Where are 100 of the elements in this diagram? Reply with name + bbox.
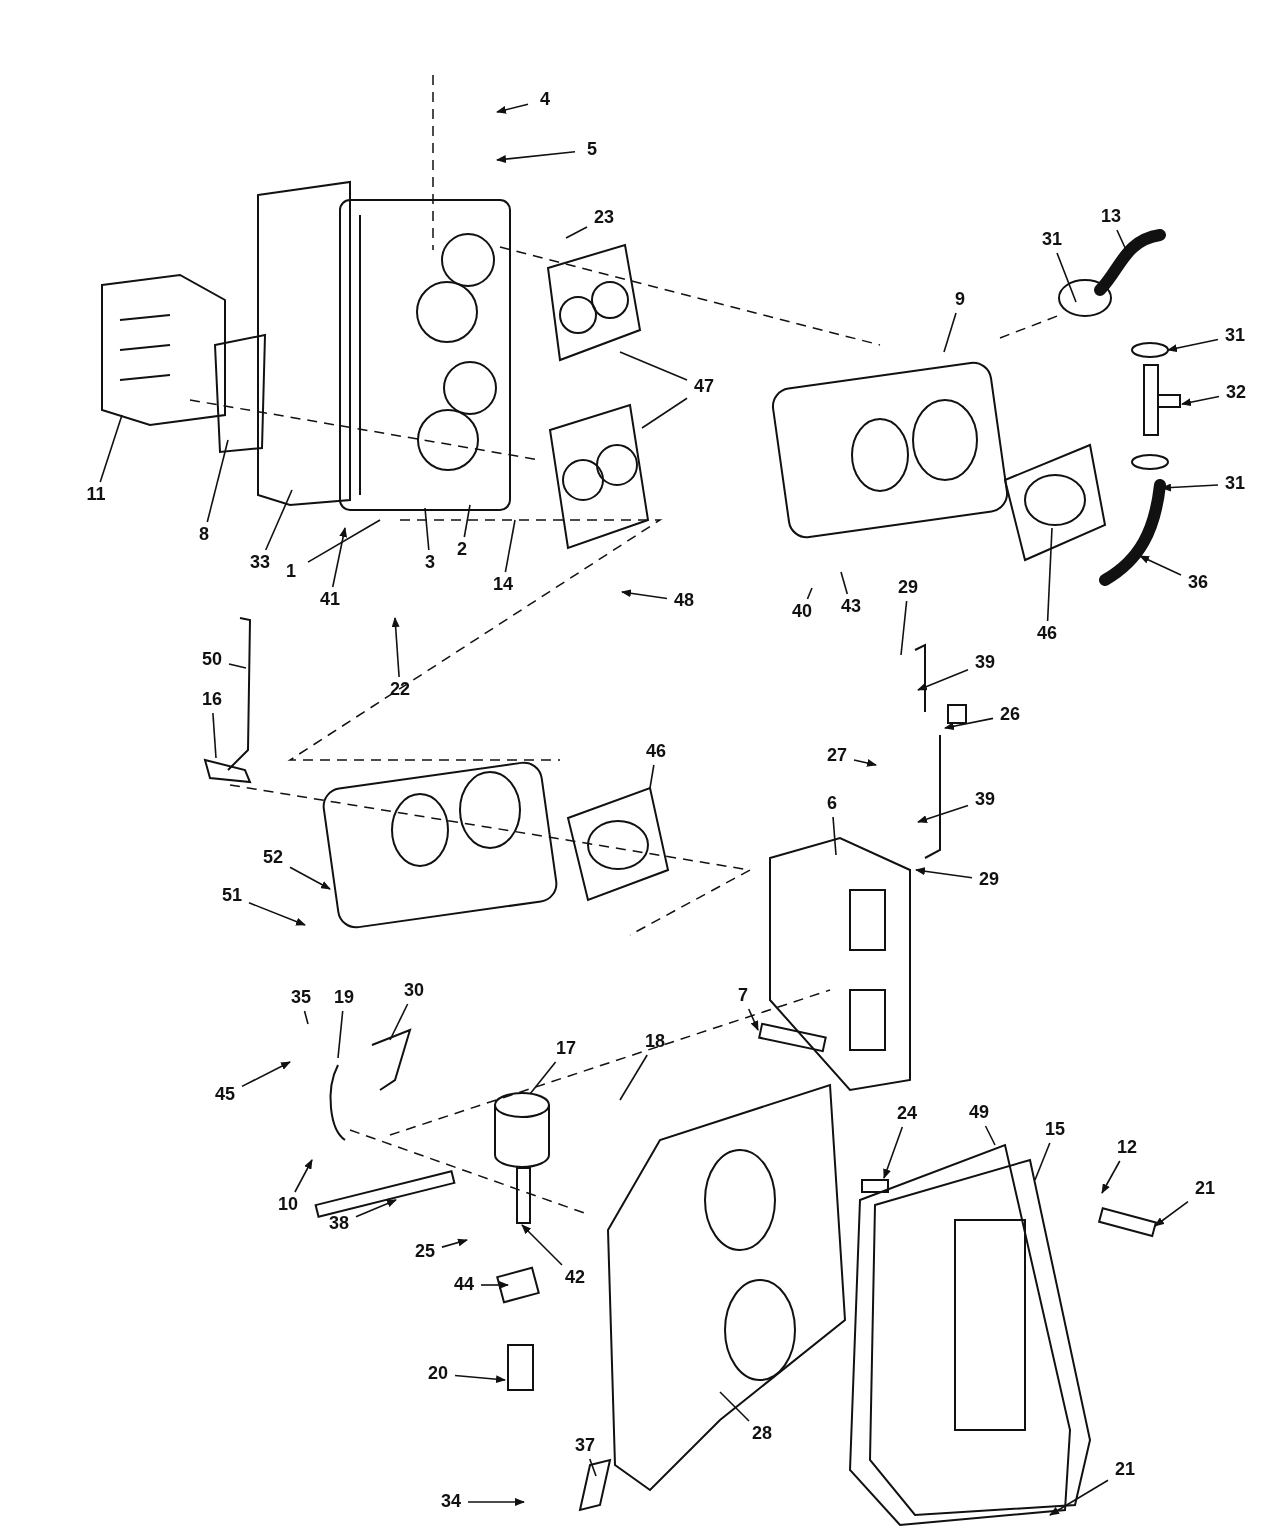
callout-number: 41 [315,589,345,611]
leader-line [307,519,381,563]
leader-line [289,866,331,890]
callout-number: 19 [329,987,359,1009]
callout-number: 31 [1220,473,1250,495]
leader-line [467,1498,525,1506]
leader-line [480,1281,509,1289]
callout-number: 9 [945,289,975,311]
leader-line [944,717,994,731]
callout-number: 51 [217,885,247,907]
leader-line [389,1003,409,1041]
leader-line [454,1374,506,1384]
leader-line [241,1061,291,1088]
leader-line [719,1391,750,1422]
leader-line [832,816,837,856]
callout-number: 1 [276,561,306,583]
leader-line [206,439,229,523]
callout-number: 18 [640,1031,670,1053]
callout-number: 46 [1032,623,1062,645]
leader-line [1049,1479,1109,1516]
leader-line [1167,338,1219,353]
callout-number: 48 [669,590,699,612]
leader-line [984,1125,996,1146]
leader-line [441,1238,468,1248]
leader-line [917,669,969,691]
leader-line [331,527,348,588]
leader-line [588,1458,597,1477]
leader-line [337,1010,344,1059]
leader-line [212,712,217,759]
callout-number: 17 [551,1038,581,1060]
callout-number: 29 [893,577,923,599]
callout-number: 5 [577,139,607,161]
leader-line [1181,395,1220,407]
leader-line [521,1224,563,1266]
leader-line [463,504,471,538]
callout-number: 32 [1221,382,1251,404]
callout-number: 3 [415,552,445,574]
leader-line [294,1159,313,1193]
leader-line [943,312,957,353]
callout-number: 29 [974,869,1004,891]
callout-number: 30 [399,980,429,1002]
leader-line [1101,1160,1121,1194]
callout-number: 40 [787,601,817,623]
leader-line [248,901,306,926]
callout-number: 2 [447,539,477,561]
callout-number: 21 [1110,1459,1140,1481]
callout-number: 4 [530,89,560,111]
callout-number: 8 [189,524,219,546]
callout-number: 25 [410,1241,440,1263]
callout-number: 27 [822,745,852,767]
callout-number: 34 [436,1491,466,1513]
callout-number: 28 [747,1423,777,1445]
leader-line [619,1054,648,1101]
callout-number: 15 [1040,1119,1070,1141]
callout-number: 26 [995,704,1025,726]
callout-number: 12 [1112,1137,1142,1159]
leader-line [424,507,430,551]
callout-number: 47 [689,376,719,398]
callout-number: 31 [1220,325,1250,347]
leader-line [303,1010,309,1025]
leader-line [1056,252,1077,303]
callout-number: 23 [589,207,619,229]
callout-number: 39 [970,652,1000,674]
leader-line [496,103,529,114]
leader-line [900,600,908,656]
leader-line [915,867,973,879]
leader-line [264,489,293,551]
leader-line [355,1199,397,1218]
callout-number: 31 [1037,229,1067,251]
callout-number: 16 [197,689,227,711]
leader-line [649,764,655,789]
leader-line [496,151,576,164]
callout-number: 44 [449,1274,479,1296]
leader-line [228,663,247,669]
leader-line [1034,1142,1051,1181]
callout-number: 52 [258,847,288,869]
callout-number: 46 [641,741,671,763]
callout-number: 13 [1096,206,1126,228]
callout-number: 14 [488,574,518,596]
leader-line [504,519,516,573]
leader-line [1046,527,1053,622]
leader-line [840,571,849,595]
leader-line [1154,1200,1189,1227]
leader-line [1139,555,1182,576]
callout-number: 50 [197,649,227,671]
leader-line [853,759,877,767]
callout-number: 21 [1190,1178,1220,1200]
leader-line [619,351,688,381]
leader-line [747,1008,759,1031]
callout-number: 37 [570,1435,600,1457]
leader-line [883,1126,904,1179]
callout-number: 36 [1183,572,1213,594]
callout-number: 43 [836,596,866,618]
callout-number: 7 [728,985,758,1007]
leader-line [529,1061,557,1095]
callout-number: 10 [273,1194,303,1216]
leader-line [99,414,123,483]
callout-number: 42 [560,1267,590,1289]
leader-line [917,804,969,823]
callout-number: 22 [385,679,415,701]
